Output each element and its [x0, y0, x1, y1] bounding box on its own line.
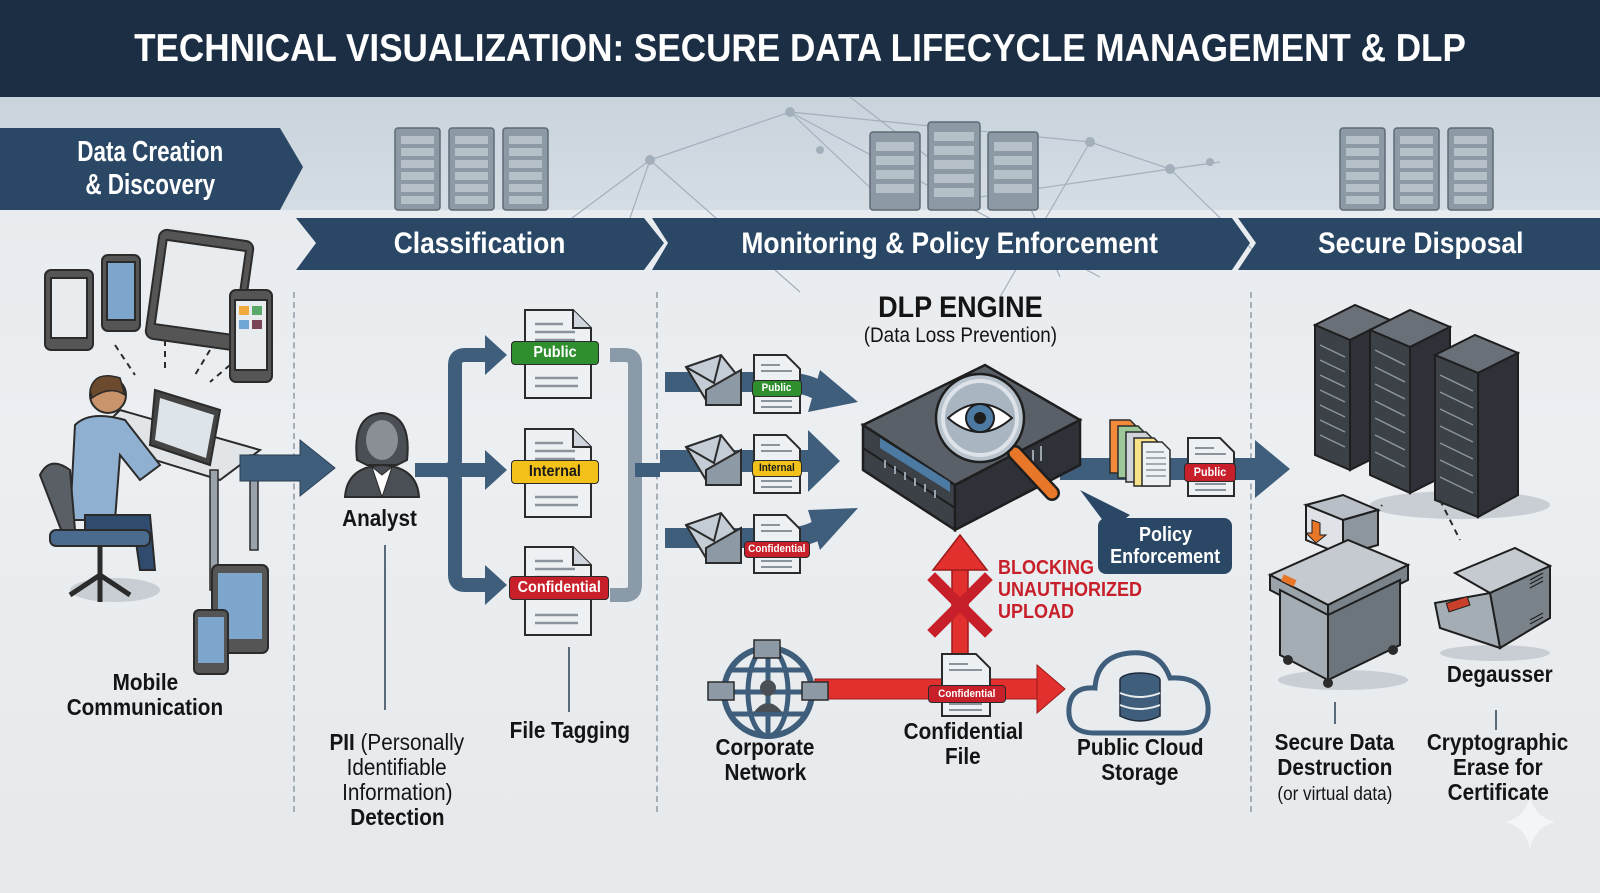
stage-data-creation-line1: Data Creation — [76, 136, 223, 168]
page-title: TECHNICAL VISUALIZATION: SECURE DATA LIF… — [134, 26, 1466, 70]
section-divider-3 — [1250, 292, 1252, 812]
header-bar — [0, 0, 1600, 97]
destruction-connector-line — [1334, 702, 1336, 724]
flow-tag-internal: Internal — [752, 460, 802, 477]
tag-confidential: Confidential — [509, 576, 609, 600]
stage-monitoring: Monitoring & Policy Enforcement — [741, 227, 1159, 260]
analyst-icon — [343, 411, 421, 499]
mobile-communication-label: Mobile Communication — [66, 669, 224, 720]
cryptographic-erase-label: Cryptographic Erase for Certificate — [1427, 729, 1569, 805]
branching-flow-arrows — [415, 335, 507, 605]
office-worker-icon — [38, 375, 263, 602]
flow-tag-confidential: Confidential — [744, 541, 810, 558]
merge-bracket — [610, 348, 660, 602]
tag-internal: Internal — [511, 460, 599, 484]
sparkle-watermark-icon — [1505, 795, 1555, 850]
envelope-icon-2 — [684, 433, 743, 486]
devices-cluster-icon — [44, 228, 273, 383]
output-tag-public: Public — [1184, 463, 1236, 482]
degausser-label: Degausser — [1447, 661, 1553, 687]
secure-data-destruction-label: Secure Data Destruction (or virtual data… — [1274, 729, 1395, 806]
policy-enforcement-callout: Policy Enforcement — [1098, 518, 1232, 574]
stage-secure-disposal: Secure Disposal — [1318, 227, 1524, 260]
server-rack-icon-group-2 — [869, 121, 1039, 211]
corporate-network-icon — [707, 639, 829, 739]
degausser-icon — [1433, 546, 1553, 661]
file-tagging-connector-line — [568, 647, 570, 712]
upload-tag-confidential: Confidential — [928, 685, 1006, 703]
section-divider-2 — [656, 292, 658, 812]
pii-connector-line — [384, 545, 386, 710]
server-rack-icon-group-3 — [1339, 127, 1494, 211]
shredder-icon — [1267, 493, 1411, 690]
magnifier-eye-icon — [934, 372, 1060, 501]
file-stack-icon — [1109, 419, 1171, 487]
stage-classification: Classification — [394, 227, 566, 260]
dlp-engine-subtitle: (Data Loss Prevention) — [863, 324, 1057, 347]
envelope-icon-1 — [684, 353, 743, 406]
public-cloud-storage-icon — [1066, 650, 1211, 736]
stage-banner-shapes — [0, 128, 1600, 270]
server-rack-icon-group-1 — [394, 127, 549, 211]
envelope-icon-3 — [684, 511, 743, 564]
blocking-unauthorized-upload-label: BLOCKING UNAUTHORIZED UPLOAD — [998, 557, 1142, 623]
server-racks-icon — [1312, 303, 1550, 519]
pii-detection-label: PII (Personally Identifiable Information… — [329, 729, 465, 830]
tablet-phone-icon — [193, 564, 269, 675]
blocked-upload-arrow-icon — [927, 533, 993, 661]
stage-data-creation: Data Creation& Discovery — [20, 130, 280, 208]
stage-data-creation-line2: & Discovery — [85, 169, 215, 201]
dlp-engine-title: DLP ENGINE — [877, 291, 1043, 324]
tag-public: Public — [511, 341, 599, 365]
flow-arrow-to-analyst — [239, 438, 336, 498]
dlp-engine-server-icon — [860, 363, 1083, 533]
section-divider-1 — [293, 292, 295, 812]
flow-tag-public: Public — [752, 380, 802, 397]
file-tagging-label: File Tagging — [509, 717, 631, 743]
analyst-label: Analyst — [342, 505, 418, 531]
crypto-connector-line — [1495, 710, 1497, 730]
